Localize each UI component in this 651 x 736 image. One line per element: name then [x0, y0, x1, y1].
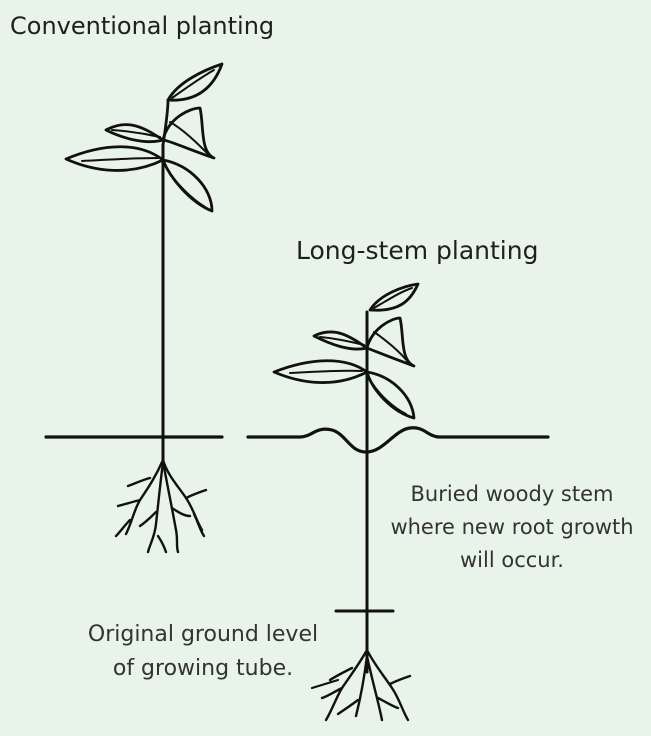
original-ground-pointer	[312, 680, 338, 688]
long-stem-plant	[248, 284, 548, 720]
conventional-leaves	[66, 64, 222, 211]
long-stem-roots	[322, 650, 410, 720]
conventional-roots	[116, 460, 206, 552]
conventional-plant	[46, 64, 222, 552]
long-stem-leaves	[274, 284, 418, 418]
long-stem-ground-line	[248, 428, 548, 452]
